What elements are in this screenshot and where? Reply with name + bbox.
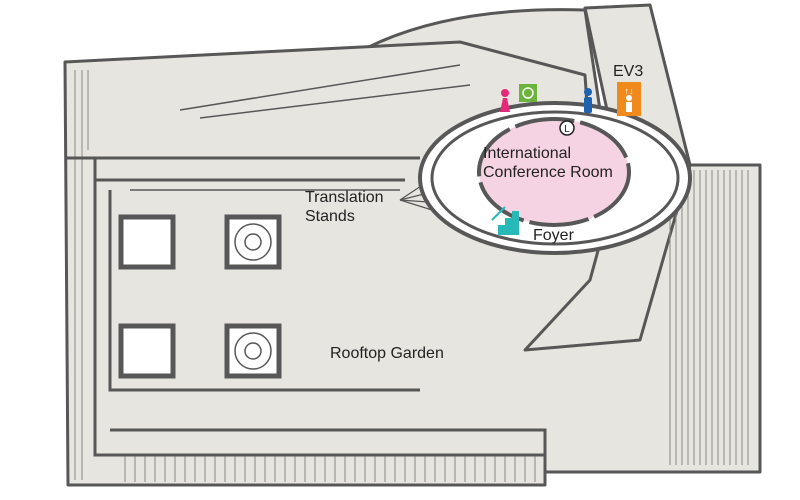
svg-text:↑↓: ↑↓ bbox=[625, 86, 634, 96]
mens-restroom-icon bbox=[584, 88, 592, 113]
elevator-label: EV3 bbox=[613, 63, 644, 80]
stripes bbox=[74, 70, 749, 482]
skylight bbox=[118, 214, 176, 270]
elevator-icon: ↑↓ bbox=[617, 82, 641, 116]
womens-restroom-icon bbox=[500, 89, 510, 112]
svg-text:L: L bbox=[564, 124, 570, 135]
skylight bbox=[118, 323, 176, 379]
locker-icon: L bbox=[559, 120, 575, 136]
rooftop-garden-label: Rooftop Garden bbox=[330, 345, 444, 362]
foyer-label: Foyer bbox=[533, 227, 574, 244]
accessible-restroom-icon bbox=[519, 84, 537, 102]
international-conference-room bbox=[477, 117, 631, 227]
stairs-icon bbox=[491, 206, 519, 235]
